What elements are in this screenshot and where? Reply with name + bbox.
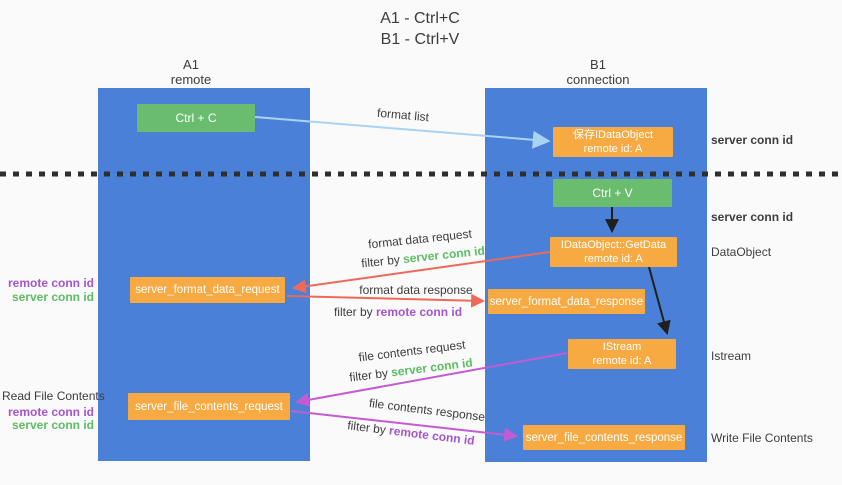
save-dataobject-line1: 保存IDataObject	[572, 129, 654, 141]
ctrl-v-node: Ctrl + V	[553, 179, 672, 207]
server-file-contents-response-label: server_file_contents_response	[525, 431, 683, 444]
remote-conn-id-annotation-2: remote conn id	[7, 404, 94, 419]
ctrl-c-label: Ctrl + C	[175, 111, 217, 125]
diagram-title: A1 - Ctrl+C B1 - Ctrl+V	[280, 8, 560, 50]
remote-conn-id-annotation-1: remote conn id	[7, 276, 94, 290]
filter-by-text: filter by	[360, 252, 401, 271]
server-format-data-request-label: server_format_data_request	[135, 284, 280, 296]
server-file-contents-request-node: server_file_contents_request	[128, 393, 290, 420]
server-format-data-response-label: server_format_data_response	[489, 295, 644, 308]
filter-by-text: filter by	[348, 365, 389, 385]
server-format-data-response-node: server_format_data_response	[488, 289, 645, 314]
save-dataobject-node: 保存IDataObject remote id: A	[553, 127, 673, 157]
server-format-data-request-node: server_format_data_request	[130, 277, 285, 303]
title-line-2: B1 - Ctrl+V	[380, 31, 460, 48]
read-file-contents-annotation: Read File Contents	[2, 389, 105, 403]
lifeline-header-b1: B1 connection	[528, 57, 668, 87]
istream-annotation: Istream	[711, 349, 752, 363]
lifeline-b1-name: B1	[590, 57, 606, 72]
left-annotation-group-2: Read File Contents remote conn id server…	[2, 389, 105, 433]
server-conn-id-annotation-1: server conn id	[11, 289, 94, 304]
format-data-response-label: format data response	[359, 283, 473, 297]
title-line-1: A1 - Ctrl+C	[380, 10, 460, 27]
file-contents-response-label: file contents response	[368, 395, 486, 425]
lifeline-b1-role: connection	[566, 72, 630, 87]
server-conn-id-text: server conn id	[402, 243, 486, 267]
remote-conn-id-text: remote conn id	[376, 305, 463, 319]
server-conn-id-annotation-mid: server conn id	[711, 210, 794, 224]
server-file-contents-request-label: server_file_contents_request	[135, 400, 283, 413]
lifeline-header-a1: A1 remote	[121, 57, 261, 87]
dataobject-annotation: DataObject	[711, 245, 772, 259]
left-annotation-group-1: remote conn id server conn id	[2, 276, 94, 304]
filter-by-text: filter by	[346, 418, 387, 437]
getdata-node: IDataObject::GetData remote id: A	[550, 237, 677, 267]
istream-line2: remote id: A	[592, 355, 652, 367]
format-list-label: format list	[376, 105, 430, 125]
lifeline-a1-name: A1	[183, 57, 199, 72]
write-file-contents-annotation: Write File Contents	[711, 431, 813, 445]
getdata-line2: remote id: A	[584, 253, 643, 265]
save-dataobject-line2: remote id: A	[583, 143, 643, 155]
server-conn-id-annotation-2: server conn id	[11, 418, 94, 432]
filter-by-text: filter by	[333, 305, 373, 319]
server-conn-id-annotation-top: server conn id	[711, 133, 794, 147]
ctrl-v-label: Ctrl + V	[592, 186, 633, 200]
filter-by-remote-conn-id-label-2: filter by remote conn id	[347, 418, 476, 448]
lifeline-a1-role: remote	[170, 72, 212, 87]
filter-by-remote-conn-id-label-1: filter by remote conn id	[334, 305, 462, 319]
istream-node: IStream remote id: A	[568, 339, 676, 369]
getdata-line1: IDataObject::GetData	[560, 239, 667, 251]
istream-line1: IStream	[602, 341, 642, 353]
remote-conn-id-text: remote conn id	[388, 423, 476, 448]
server-file-contents-response-node: server_file_contents_response	[523, 425, 685, 450]
ctrl-c-node: Ctrl + C	[137, 104, 255, 132]
